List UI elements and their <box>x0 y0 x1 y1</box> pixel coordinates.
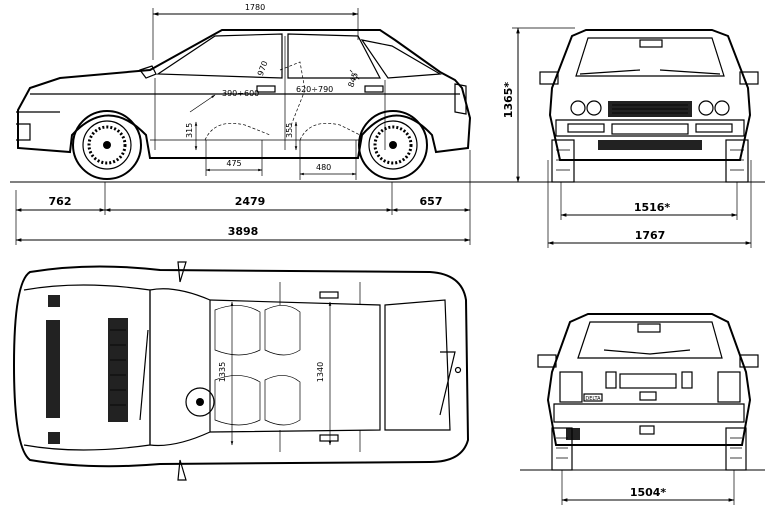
seat-dim-970: 970 <box>256 60 270 77</box>
front-body-outline <box>548 29 752 161</box>
floor-dim-355: 355 <box>285 123 294 138</box>
interior-dim-480: 480 <box>316 163 331 172</box>
rear-badge: DELTA <box>585 396 601 402</box>
wheelbase-label: 2479 <box>235 195 266 208</box>
seat-dim-845: 845 <box>346 71 360 88</box>
seat-dim-620-790: 620÷790 <box>296 85 333 94</box>
rear-body-outline <box>546 313 752 446</box>
rear-track-label: 1504* <box>630 486 667 499</box>
overall-width-label: 1767 <box>635 229 666 242</box>
front-wheel <box>72 110 142 180</box>
roof-length-label: 1780 <box>245 3 265 12</box>
front-overhang-label: 762 <box>49 195 72 208</box>
front-interior-width-label: 1335 <box>218 362 227 382</box>
side-windows <box>156 33 442 79</box>
top-view: 1335 1340 <box>12 261 470 481</box>
rear-wheel <box>358 110 428 180</box>
top-body-outline <box>12 265 470 468</box>
interior-dim-475: 475 <box>226 159 241 168</box>
rear-interior-width-label: 1340 <box>316 362 325 382</box>
seat-dim-390-600: 390÷600 <box>222 89 259 98</box>
overall-length-label: 3898 <box>228 225 259 238</box>
front-view: 1365* 1516* 1767 <box>502 27 759 248</box>
front-track-label: 1516* <box>634 201 671 214</box>
floor-dim-315: 315 <box>185 123 194 138</box>
side-body-outline <box>17 29 472 159</box>
height-label: 1365* <box>502 82 515 119</box>
rear-view: DELTA 1504* <box>520 313 765 505</box>
rear-overhang-label: 657 <box>420 195 443 208</box>
